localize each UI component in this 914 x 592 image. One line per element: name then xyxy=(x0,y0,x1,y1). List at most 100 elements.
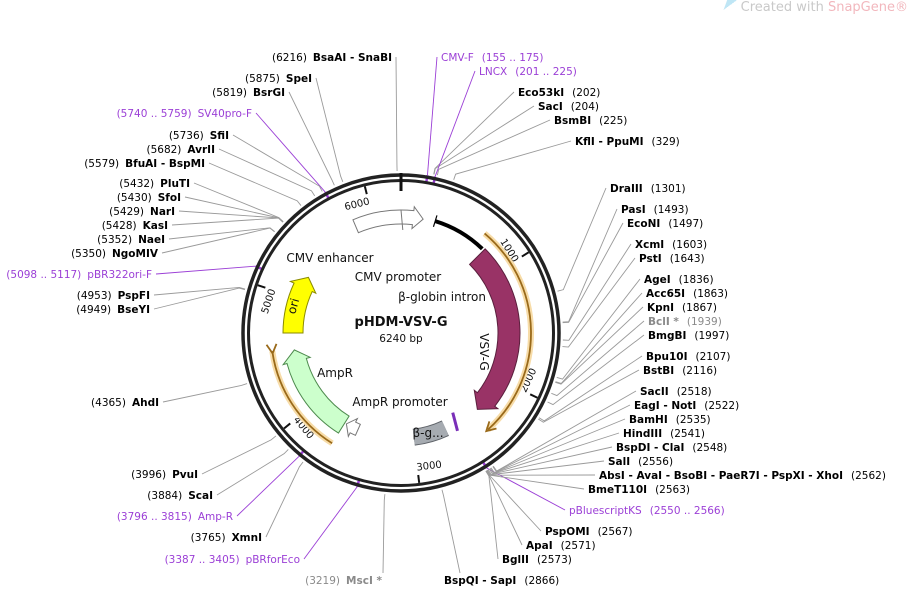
cmv-enhancer-promoter-feature[interactable] xyxy=(352,205,424,234)
site-name: BseYI xyxy=(117,304,150,316)
leader-line xyxy=(216,449,289,496)
site-name: LNCX xyxy=(479,66,507,78)
beta-g-polya-feature[interactable] xyxy=(412,421,449,445)
enzyme-site-sfoi[interactable]: (5430)SfoI xyxy=(117,192,181,204)
site-position: (1939) xyxy=(687,316,722,328)
enzyme-site-xcmi[interactable]: XcmI(1603) xyxy=(635,239,707,251)
enzyme-site-kfli[interactable]: KflI - PpuMI(329) xyxy=(575,136,680,148)
site-position: (5819) xyxy=(212,87,247,99)
primer-label-sv40prof[interactable]: (5740 .. 5759)SV40pro-F xyxy=(117,108,252,120)
enzyme-site-bfuai[interactable]: (5579)BfuAI - BspMI xyxy=(84,158,205,170)
enzyme-site-pluti[interactable]: (5432)PluTI xyxy=(119,178,190,190)
primer-label-pbrforeco[interactable]: (3387 .. 3405) pBRforEco xyxy=(165,554,300,566)
enzyme-site-hindiii[interactable]: HindIII(2541) xyxy=(623,428,705,440)
enzyme-site-pspfi[interactable]: (4953)PspFI xyxy=(77,290,150,302)
enzyme-site-eagi[interactable]: EagI - NotI(2522) xyxy=(634,400,739,412)
enzyme-site-bstbi[interactable]: BstBI(2116) xyxy=(643,365,717,377)
enzyme-site-econi[interactable]: EcoNI(1497) xyxy=(627,218,703,230)
enzyme-site-kpni[interactable]: KpnI(1867) xyxy=(647,302,717,314)
enzyme-site-agei[interactable]: AgeI(1836) xyxy=(644,274,714,286)
cmv-divider xyxy=(400,209,404,231)
leader-line xyxy=(153,287,246,310)
site-position: (201 .. 225) xyxy=(515,66,577,78)
primer-label-ampr[interactable]: (3796 .. 3815)Amp-R xyxy=(117,511,233,523)
site-name: pBR322ori-F xyxy=(87,269,152,281)
site-name: PspFI xyxy=(118,290,150,302)
enzyme-site-sacii[interactable]: SacII(2518) xyxy=(640,386,712,398)
site-name: pBRforEco xyxy=(246,554,300,566)
enzyme-site-pasi[interactable]: PasI(1493) xyxy=(621,204,689,216)
site-name: BsmBI xyxy=(554,115,591,127)
ampr-orf-arc[interactable] xyxy=(271,350,333,445)
enzyme-site-ahdi[interactable]: (4365)AhdI xyxy=(91,397,159,409)
site-position: (204) xyxy=(571,101,599,113)
beta-globin-intron-feature[interactable] xyxy=(434,219,484,251)
enzyme-site-bseyi[interactable]: (4949)BseYI xyxy=(76,304,150,316)
leader-line xyxy=(490,418,626,474)
enzyme-site-nari[interactable]: (5429)NarI xyxy=(109,206,175,218)
site-name: AgeI xyxy=(644,274,671,286)
site-position: (2518) xyxy=(677,386,712,398)
vsv-g-orf-arc[interactable] xyxy=(483,232,532,431)
enzyme-site-scai[interactable]: (3884)ScaI xyxy=(147,490,213,502)
enzyme-site-bmgbi[interactable]: BmgBI(1997) xyxy=(648,330,729,342)
vsv-g-feature[interactable] xyxy=(468,248,521,410)
enzyme-site-sfii[interactable]: (5736)SfiI xyxy=(169,130,229,142)
enzyme-site-acc65i[interactable]: Acc65I(1863) xyxy=(646,288,728,300)
enzyme-site-bpu10i[interactable]: Bpu10I(2107) xyxy=(646,351,730,363)
enzyme-site-kasi[interactable]: (5428)KasI xyxy=(102,220,168,232)
tick-mark xyxy=(257,284,266,289)
enzyme-site-bsaai[interactable]: (6216)BsaAI - SnaBI xyxy=(272,52,392,64)
enzyme-site-bmet110i[interactable]: BmeT110I (2563) xyxy=(588,484,690,496)
leader-line xyxy=(232,134,323,192)
enzyme-site-bcli[interactable]: BclI *(1939) xyxy=(648,316,722,328)
enzyme-site-naei[interactable]: (5352)NaeI xyxy=(97,234,165,246)
enzyme-site-absi[interactable]: AbsI - AvaI - BsoBI - PaeR7I - PspXI - X… xyxy=(599,470,886,482)
primer-label-pbluescriptks[interactable]: pBluescriptKS(2550 .. 2566) xyxy=(569,505,725,517)
enzyme-site-pspomi[interactable]: PspOMI(2567) xyxy=(545,526,632,538)
site-position: (2866) xyxy=(524,575,559,587)
enzyme-site-pvui[interactable]: (3996)PvuI xyxy=(131,469,198,481)
site-position: (1603) xyxy=(672,239,707,251)
site-position: (3387 .. 3405) xyxy=(165,554,240,566)
site-position: (4365) xyxy=(91,397,126,409)
site-position: (1867) xyxy=(682,302,717,314)
leader-line xyxy=(161,227,275,254)
enzyme-site-avrii[interactable]: (5682)AvrII xyxy=(146,144,215,156)
enzyme-site-bsmbi[interactable]: BsmBI(225) xyxy=(554,115,627,127)
cmv-enhancer-label: CMV enhancer xyxy=(286,251,373,265)
site-name: BmeT110I xyxy=(588,484,647,496)
enzyme-site-sali[interactable]: SalI(2556) xyxy=(608,456,673,468)
enzyme-site-msci[interactable]: (3219)MscI * xyxy=(305,575,382,587)
enzyme-site-ngomiv[interactable]: (5350)NgoMIV xyxy=(71,248,159,260)
enzyme-site-eco53ki[interactable]: Eco53kI(202) xyxy=(518,87,600,99)
leader-line xyxy=(562,208,618,323)
enzyme-site-draiii[interactable]: DraIII(1301) xyxy=(610,183,686,195)
enzyme-site-spei[interactable]: (5875)SpeI xyxy=(245,73,312,85)
primer-label-pbr322orif[interactable]: (5098 .. 5117) pBR322ori-F xyxy=(6,269,152,281)
ori-feature[interactable] xyxy=(282,276,317,334)
site-name: pBluescriptKS xyxy=(569,505,642,517)
enzyme-site-xmni[interactable]: (3765)XmnI xyxy=(191,532,262,544)
site-position: (5736) xyxy=(169,130,204,142)
leader-line xyxy=(395,56,398,172)
enzyme-site-bamhi[interactable]: BamHI(2535) xyxy=(629,414,711,426)
enzyme-site-apai[interactable]: ApaI(2571) xyxy=(526,540,596,552)
enzyme-site-bsrgi[interactable]: (5819)BsrGI xyxy=(212,87,285,99)
primer-label-cmvf[interactable]: CMV-F(155 .. 175) xyxy=(441,52,543,64)
enzyme-site-bspqi[interactable]: BspQI - SapI(2866) xyxy=(444,575,559,587)
vsv-g-label: VSV-G xyxy=(477,333,491,370)
site-name: Amp-R xyxy=(198,511,233,523)
ampr-feature[interactable] xyxy=(281,349,350,434)
enzyme-site-bspdi[interactable]: BspDI - ClaI(2548) xyxy=(616,442,727,454)
ampr-promoter-feature[interactable] xyxy=(345,417,361,438)
enzyme-site-saci[interactable]: SacI(204) xyxy=(538,101,599,113)
site-position: (5098 .. 5117) xyxy=(6,269,81,281)
leader-line xyxy=(562,243,632,341)
site-position: (2563) xyxy=(655,484,690,496)
enzyme-site-psti[interactable]: PstI(1643) xyxy=(639,253,705,265)
ampr-label: AmpR xyxy=(317,366,353,380)
enzyme-site-bglii[interactable]: BglII(2573) xyxy=(502,554,572,566)
snapgene-watermark: Created with SnapGene® xyxy=(722,0,908,15)
primer-label-lncx[interactable]: LNCX (201 .. 225) xyxy=(479,66,577,78)
